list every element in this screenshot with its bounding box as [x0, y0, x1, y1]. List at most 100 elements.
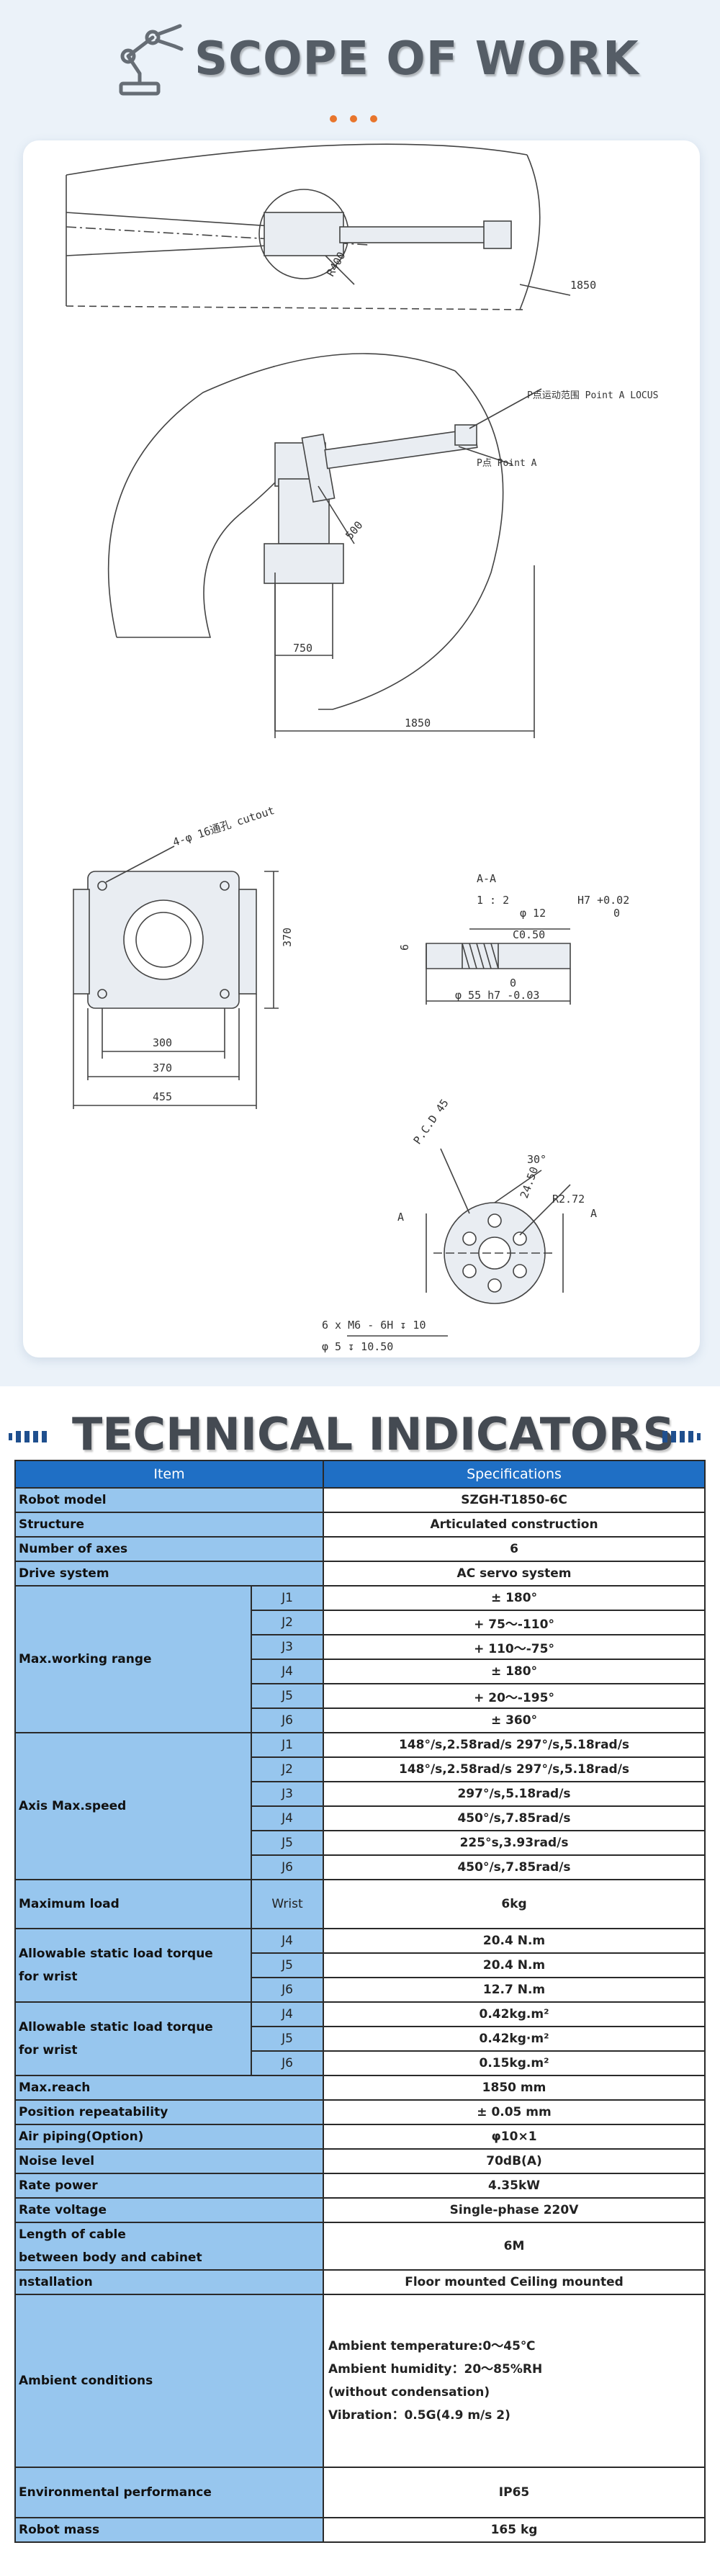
key-mass: Robot mass — [14, 2517, 325, 2543]
value-max-load: 6kg — [323, 1879, 706, 1929]
dim-1850-bottom: 1850 — [405, 717, 431, 730]
value-environmental: IP65 — [323, 2467, 706, 2518]
title-bars-right — [662, 1431, 704, 1442]
tol-h7: H7 +0.02 — [577, 894, 629, 907]
value-speed-j6: 450°/s,7.85rad/s — [323, 1854, 706, 1880]
robot-arm-icon — [119, 24, 184, 96]
technical-drawing-card: R400 1850 P点运动范围 Point A LOCUS P点 Point … — [23, 140, 700, 1357]
sub-j5: J5 — [250, 1830, 325, 1856]
sub-j6: J6 — [250, 1707, 325, 1733]
value-voltage: Single-phase 220V — [323, 2197, 706, 2223]
ambient-temperature: Ambient temperature:0～45℃ — [328, 2339, 536, 2353]
angle-30: 30° — [527, 1153, 546, 1166]
key-power: Rate power — [14, 2173, 325, 2199]
value-inertia-j5: 0.42kg·m² — [323, 2026, 706, 2052]
header-spec: Specifications — [323, 1460, 706, 1489]
value-power: 4.35kW — [323, 2173, 706, 2199]
key-max-load: Maximum load — [14, 1879, 252, 1929]
value-drive: AC servo system — [323, 1561, 706, 1587]
tol-h7-zero: 0 — [613, 907, 620, 920]
technical-drawing: R400 1850 P点运动范围 Point A LOCUS P点 Point … — [66, 143, 658, 1353]
dim-phi12: φ 12 — [520, 907, 546, 920]
technical-indicators-section: TECHNICAL INDICATORS Item Specifications… — [0, 1386, 720, 2576]
table-row: Air piping(Option)φ10×1 — [14, 2124, 706, 2150]
sub-j5: J5 — [250, 1952, 325, 1978]
dim-750: 750 — [293, 642, 312, 655]
value-torque-j5: 20.4 N.m — [323, 1952, 706, 1978]
sub-j2: J2 — [250, 1756, 325, 1782]
key-structure: Structure — [14, 1512, 325, 1538]
key-drive: Drive system — [14, 1561, 325, 1587]
value-mass: 165 kg — [323, 2517, 706, 2543]
value-axes: 6 — [323, 1536, 706, 1562]
label-cutout: 4-φ 16通孔 cutout — [171, 804, 276, 849]
sub-j3: J3 — [250, 1781, 325, 1807]
sub-j1: J1 — [250, 1585, 325, 1611]
value-range-j5: + 20～-195° — [323, 1683, 706, 1709]
key-repeatability: Position repeatability — [14, 2099, 325, 2125]
ambient-condensation: (without condensation) — [328, 2385, 490, 2400]
key-air-piping: Air piping(Option) — [14, 2124, 325, 2150]
tech-title: TECHNICAL INDICATORS — [72, 1408, 675, 1460]
label-point-a: P点 Point A — [477, 458, 537, 469]
table-row: J5+ 20～-195° — [15, 1683, 706, 1709]
dim-1850-top: 1850 — [570, 279, 596, 292]
dim-370-vertical: 370 — [281, 928, 294, 947]
tech-title-banner: TECHNICAL INDICATORS — [0, 1402, 720, 1467]
key-axis-speed: Axis Max.speed — [14, 1732, 252, 1880]
value-noise: 70dB(A) — [323, 2148, 706, 2174]
value-ambient: Ambient temperature:0～45℃ Ambient humidi… — [323, 2294, 706, 2468]
value-robot-model: SZGH-T1850-6C — [323, 1487, 706, 1513]
table-row: J2+ 75～-110° — [15, 1610, 706, 1635]
table-header-row: Item Specifications — [14, 1460, 706, 1489]
chamfer-c05: C0.50 — [513, 928, 545, 941]
value-inertia-j6: 0.15kg.m² — [323, 2050, 706, 2076]
ambient-vibration: Vibration：0.5G(4.9 m/s 2) — [328, 2408, 510, 2423]
table-row: J4± 180° — [15, 1659, 706, 1684]
section-label-aa: A-A — [477, 872, 496, 885]
sub-j6: J6 — [250, 1854, 325, 1880]
sub-wrist: Wrist — [250, 1879, 325, 1929]
value-repeatability: ± 0.05 mm — [323, 2099, 706, 2125]
value-reach: 1850 mm — [323, 2075, 706, 2101]
value-torque-j6: 12.7 N.m — [323, 1977, 706, 2003]
dim-500: 500 — [343, 519, 365, 542]
table-row: Position repeatability± 0.05 mm — [14, 2099, 706, 2125]
value-range-j4: ± 180° — [323, 1659, 706, 1684]
key-cable-line1: Length of cable — [19, 2227, 126, 2242]
key-ambient: Ambient conditions — [14, 2294, 325, 2468]
sub-j6: J6 — [250, 1977, 325, 2003]
key-environmental: Environmental performance — [14, 2467, 325, 2518]
value-air-piping: φ10×1 — [323, 2124, 706, 2150]
sub-j4: J4 — [250, 1659, 325, 1684]
key-working-range: Max.working range — [14, 1585, 252, 1733]
sub-j5: J5 — [250, 2026, 325, 2052]
key-inertia-line2: for wrist — [19, 2043, 78, 2057]
value-range-j1: ± 180° — [323, 1585, 706, 1611]
dim-6: 6 — [398, 944, 411, 951]
key-robot-model: Robot model — [14, 1487, 325, 1513]
sub-j3: J3 — [250, 1634, 325, 1660]
key-torque-line1: Allowable static load torque — [19, 1947, 213, 1961]
ambient-humidity: Ambient humidity：20～85%RH — [328, 2362, 543, 2377]
